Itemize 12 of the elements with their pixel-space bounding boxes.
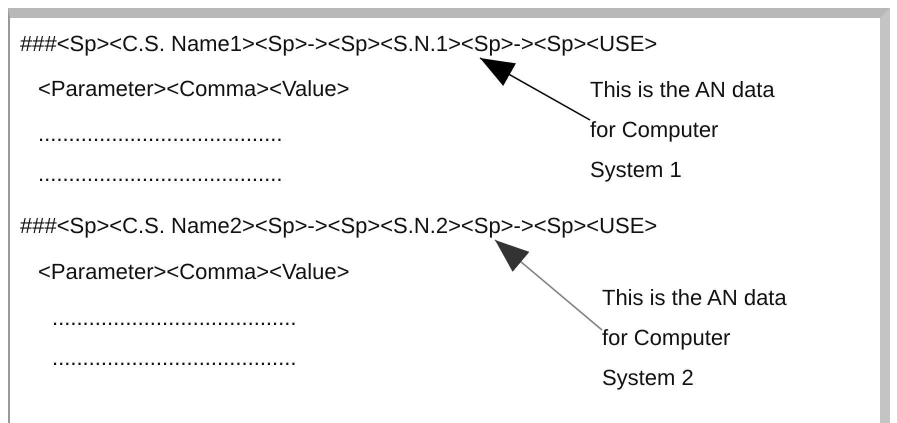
placeholder-dots: ........................................ [38, 160, 282, 188]
field-format-line: <Parameter><Comma><Value> [38, 258, 350, 286]
callout-text: This is the AN data for Computer System 1 [590, 70, 780, 190]
leader-arrow [494, 239, 602, 331]
placeholder-dots: ........................................ [38, 120, 282, 148]
record-header: ###<Sp><C.S. Name2><Sp>-><Sp><S.N.2><Sp>-><Sp><USE> [20, 212, 658, 240]
callout-text: This is the AN data for Computer System 2 [602, 278, 792, 398]
field-format-line: <Parameter><Comma><Value> [38, 75, 350, 103]
leader-arrow [480, 57, 590, 121]
placeholder-dots: ........................................ [52, 344, 296, 372]
record-header: ###<Sp><C.S. Name1><Sp>-><Sp><S.N.1><Sp>-><Sp><USE> [20, 30, 658, 58]
placeholder-dots: ........................................ [52, 304, 296, 332]
